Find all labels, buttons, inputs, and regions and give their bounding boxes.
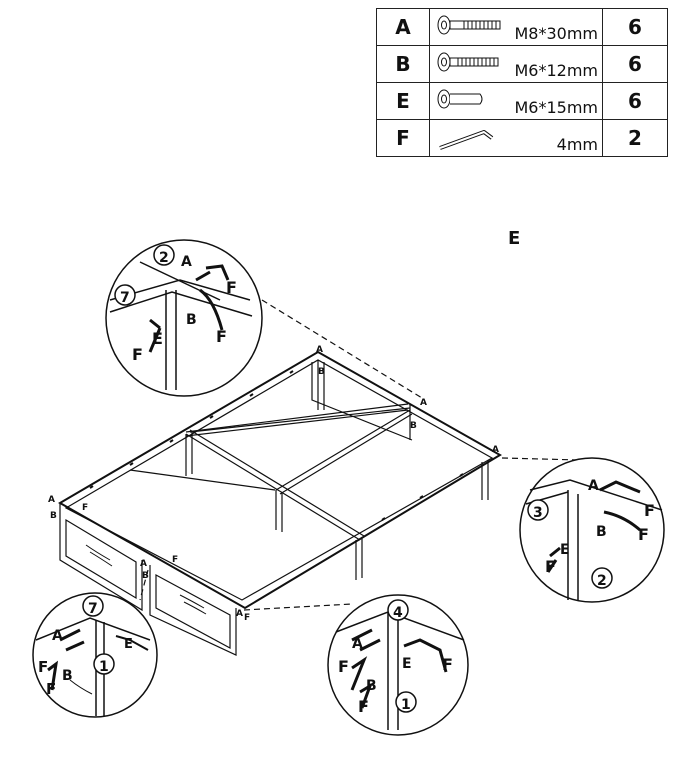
hardware-desc: M6*15mm [429,82,603,120]
part-label: B [186,312,197,328]
frame-label: A [420,398,427,408]
frame-label: A [48,495,55,505]
part-label: F [545,557,556,576]
hardware-desc: M6*12mm [429,45,603,83]
hardware-qty: 6 [602,45,668,83]
frame-label: F [172,555,178,565]
hardware-row-a: A M8*30mm 6 [376,8,668,46]
allen-key-icon [439,130,494,150]
part-label: A [52,628,63,644]
hardware-desc: M8*30mm [429,8,603,46]
hardware-letter: A [376,8,430,46]
hardware-row-e: E M6*15mm 6 [376,82,668,120]
step-number: 1 [401,697,411,713]
part-label: F [638,525,649,544]
part-label: B [62,668,73,684]
frame-label: F [82,503,88,513]
part-label: F [46,680,56,698]
frame-label: F [244,613,250,623]
frame-label: A [140,559,147,569]
frame-label: A [492,445,499,455]
hardware-size: M6*15mm [514,98,598,117]
part-label: F [132,345,143,364]
part-label: A [352,636,363,652]
step-number: 7 [88,601,98,617]
frame-label: B [142,571,149,581]
step-number: 3 [533,505,543,521]
part-label: F [338,657,349,676]
step-number: 1 [99,659,109,675]
hardware-row-b: B M6*12mm 6 [376,45,668,83]
hardware-qty: 6 [602,82,668,120]
hardware-letter: F [376,119,430,157]
part-label: B [366,678,377,694]
hardware-letter: E [376,82,430,120]
part-label: F [38,658,48,676]
hardware-size: M6*12mm [514,61,598,80]
callout-top-left: 2 7 A F B F F E [105,239,263,397]
callout-right: 3 2 A F B F F E [519,457,665,603]
hardware-size: 4mm [556,135,598,154]
part-label: F [358,697,369,716]
hardware-qty: 2 [602,119,668,157]
frame-label: A [236,609,243,619]
bed-frame [57,350,502,656]
step-number: 2 [597,573,607,589]
part-label: F [442,655,453,674]
part-label: E [560,542,570,558]
hardware-letter: B [376,45,430,83]
long-bolt-icon [437,15,501,35]
frame-label: B [410,421,417,431]
frame-label: B [318,367,325,377]
callout-bottom-mid: 4 1 A F F B F E [327,594,469,736]
hardware-size: M8*30mm [514,24,598,43]
hardware-table: A M8*30mm 6 B M6*12mm 6 E [376,8,668,157]
part-label: F [216,327,227,346]
callout-bottom-left: 7 1 A F B F E [32,592,158,718]
step-number: 7 [120,290,130,306]
step-number: 2 [159,250,169,266]
bolt-icon [437,52,499,72]
main-label: E [508,228,520,249]
pin-bolt-icon [437,89,483,109]
part-label: E [124,637,133,652]
frame-label: B [50,511,57,521]
part-label: A [588,478,599,494]
part-label: B [596,524,607,540]
hardware-desc: 4mm [429,119,603,157]
part-label: F [644,501,655,520]
part-label: F [226,278,237,297]
part-label: E [152,329,163,348]
hardware-row-f: F 4mm 2 [376,119,668,157]
part-label: A [181,254,192,270]
part-label: E [402,656,412,672]
step-number: 4 [393,605,403,621]
frame-label: A [316,345,323,355]
